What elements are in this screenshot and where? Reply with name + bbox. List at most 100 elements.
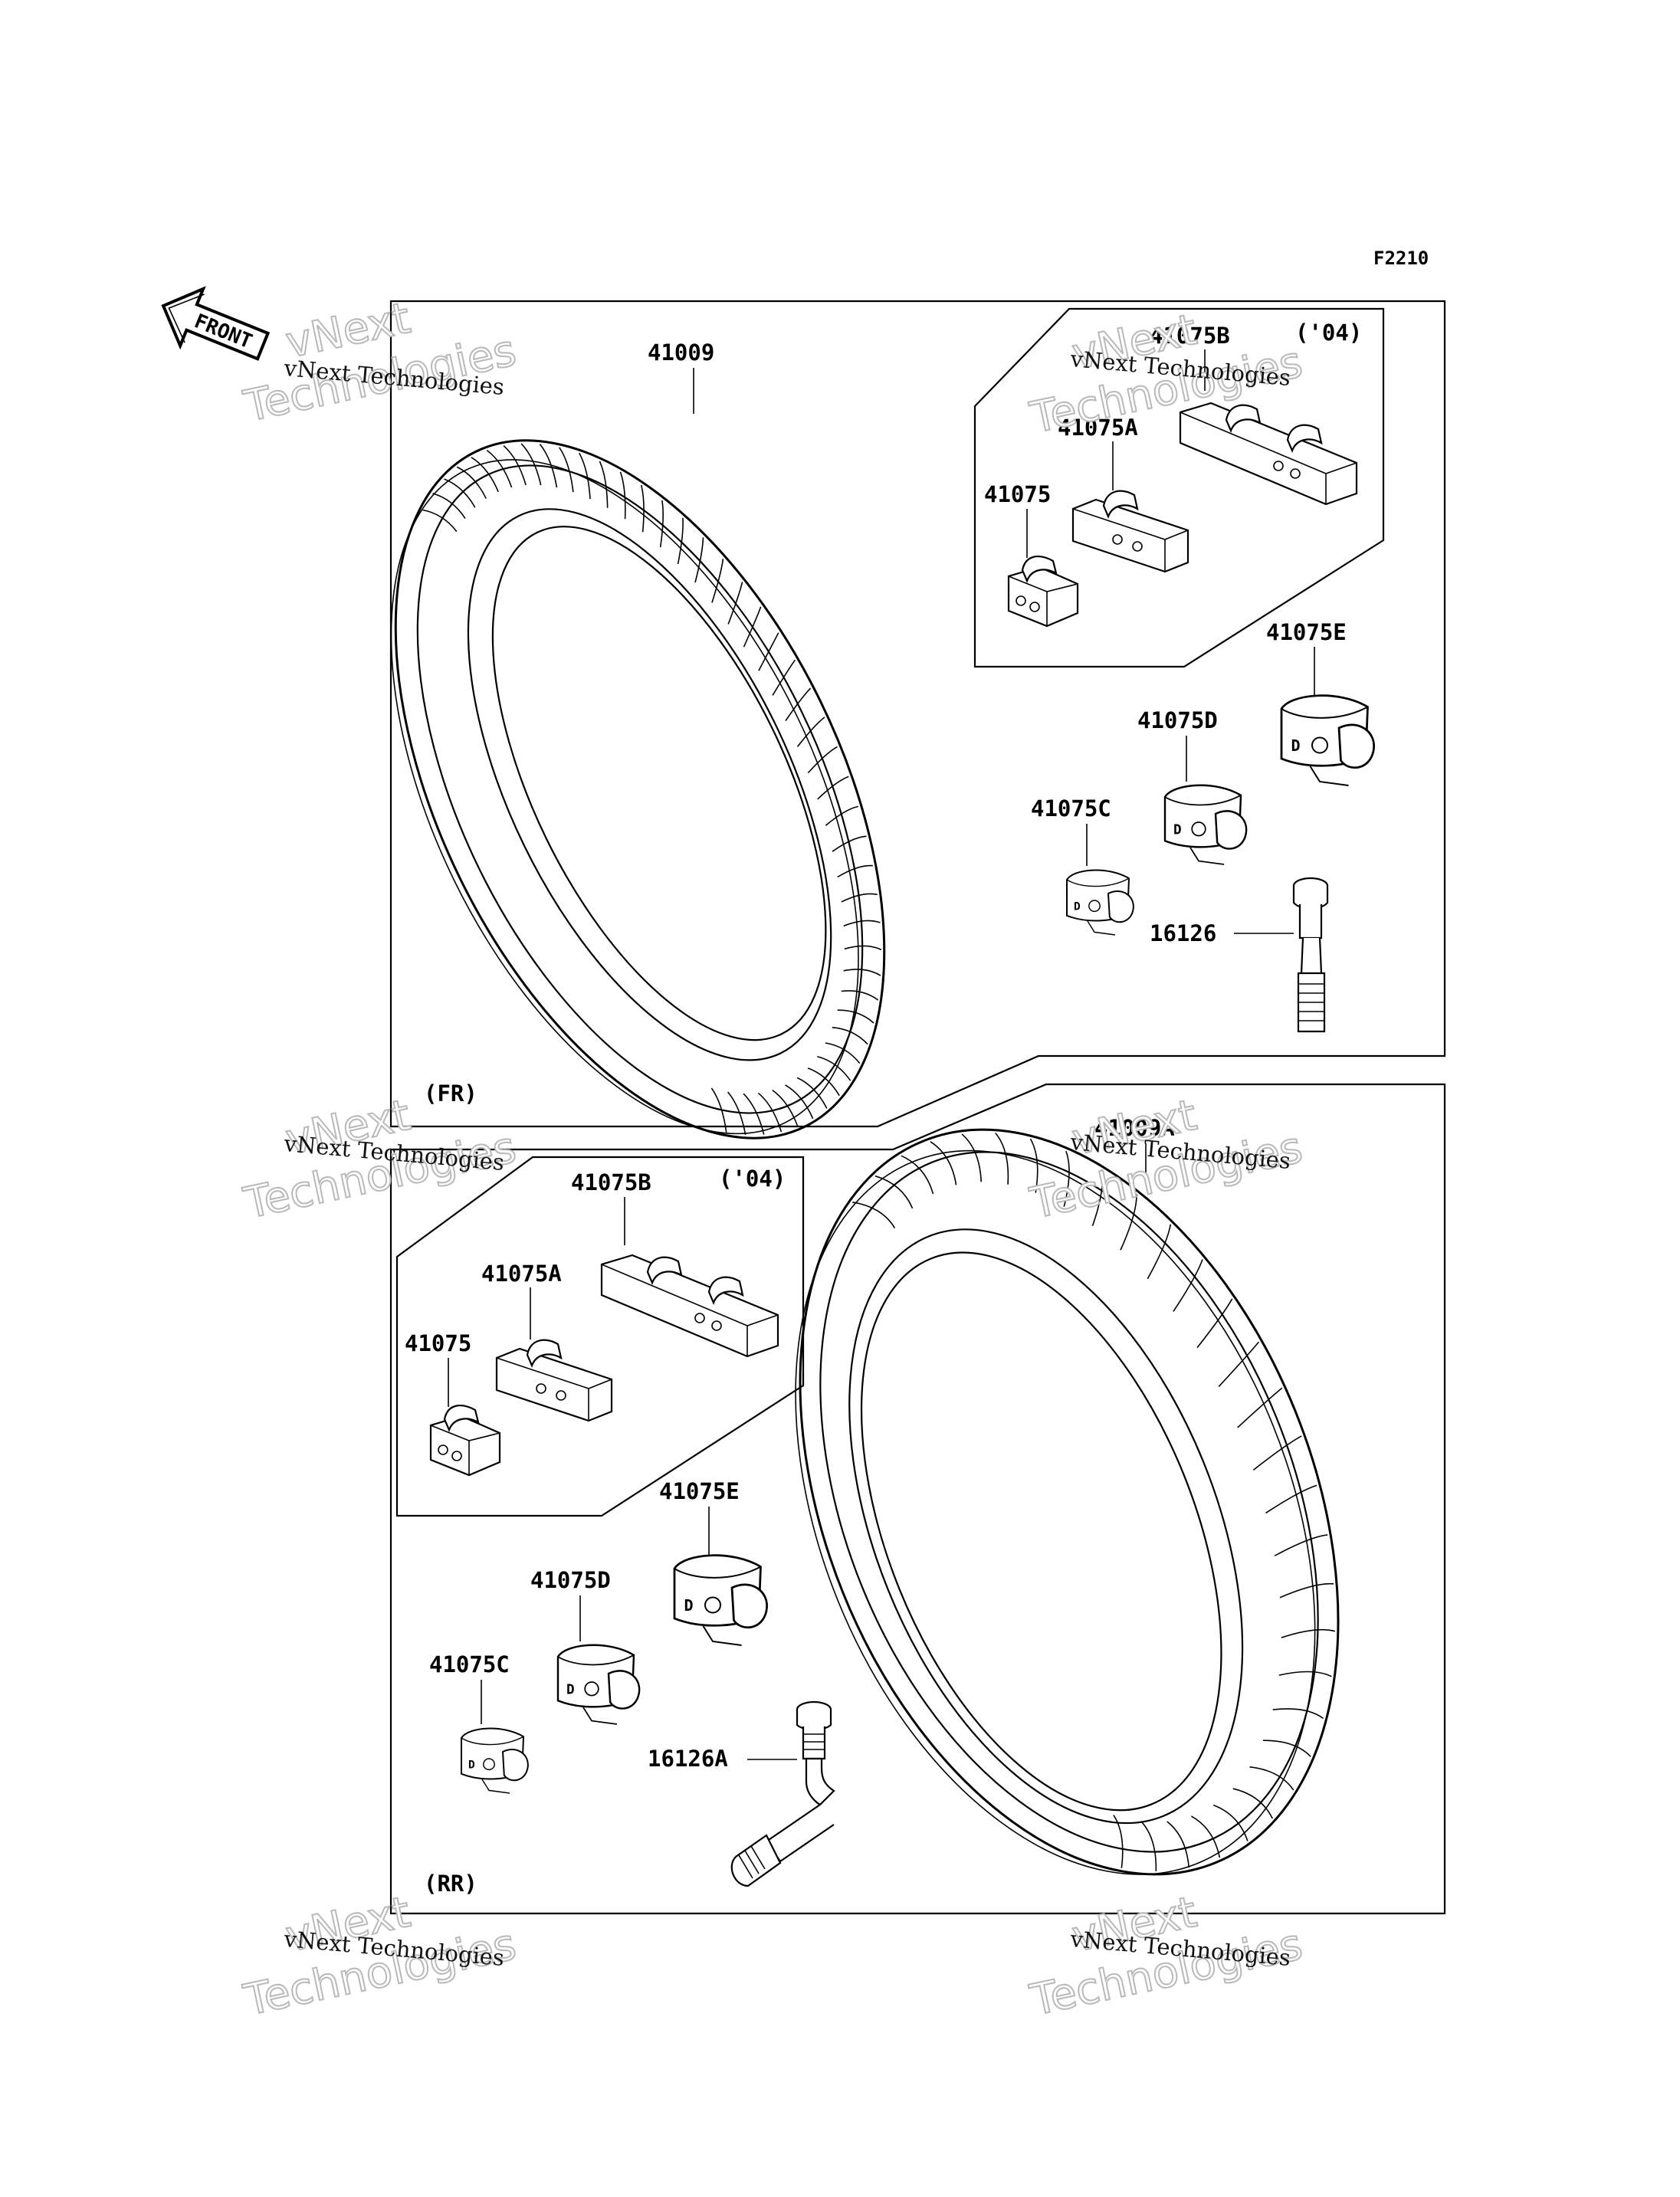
front-valve-icon bbox=[1292, 877, 1329, 1033]
front-weight-41075a-label: 41075A bbox=[1058, 415, 1138, 441]
front-weight-41075e-label: 41075E bbox=[1266, 619, 1347, 645]
tread-groove bbox=[711, 559, 724, 603]
tread-groove bbox=[1091, 1169, 1104, 1227]
tread-groove bbox=[471, 457, 499, 493]
tread-groove bbox=[758, 632, 779, 671]
tread-groove bbox=[444, 478, 476, 508]
tread-groove bbox=[837, 1009, 874, 1024]
front-tire bbox=[390, 439, 886, 1139]
tread-groove bbox=[619, 471, 626, 520]
tread-groove bbox=[844, 945, 882, 951]
tread-groove bbox=[843, 920, 881, 927]
tread-groove bbox=[1237, 1387, 1283, 1428]
tread-groove bbox=[1279, 1582, 1334, 1599]
rear-tire bbox=[795, 1128, 1340, 1876]
tread-groove bbox=[874, 1175, 914, 1209]
tread-groove bbox=[807, 1067, 840, 1097]
tread-groove bbox=[1272, 1708, 1324, 1720]
tread-groove bbox=[841, 990, 879, 1001]
tread-groove bbox=[456, 466, 487, 499]
tread-groove bbox=[559, 447, 574, 493]
tread-groove bbox=[843, 969, 881, 976]
front-weight-41075c-label: 41075C bbox=[1031, 795, 1111, 821]
tread-groove bbox=[743, 1093, 765, 1135]
watermark-1: vNext Technologies bbox=[238, 293, 520, 433]
tread-groove bbox=[930, 1141, 957, 1185]
tread-groove bbox=[1120, 1194, 1137, 1251]
tread-groove bbox=[1265, 1484, 1317, 1514]
tread-groove bbox=[796, 716, 825, 747]
rear-weight-41075-label: 41075 bbox=[405, 1330, 471, 1356]
tread-groove bbox=[825, 805, 859, 826]
tread-groove bbox=[785, 687, 812, 722]
tread-groove bbox=[807, 746, 838, 774]
tread-groove bbox=[772, 659, 796, 696]
tread-groove bbox=[1278, 1671, 1332, 1677]
tread-groove bbox=[503, 444, 527, 486]
tread-groove bbox=[1218, 1341, 1260, 1388]
front-weight-note: ('04) bbox=[1295, 320, 1362, 346]
tread-groove bbox=[694, 537, 704, 583]
rear-weights-box bbox=[395, 1156, 805, 1517]
rear-weight-note: ('04) bbox=[719, 1166, 786, 1192]
tread-groove bbox=[599, 461, 609, 508]
tread-groove bbox=[539, 444, 558, 488]
tread-groove bbox=[995, 1133, 1009, 1185]
rear-valve-label: 16126A bbox=[648, 1746, 728, 1772]
tread-groove bbox=[841, 893, 878, 903]
tread-groove bbox=[1166, 1821, 1190, 1868]
tread-groove bbox=[772, 1089, 799, 1127]
tread-groove bbox=[852, 1202, 896, 1228]
front-arrow-icon: FRONT bbox=[161, 286, 271, 361]
tread-groove bbox=[1113, 1815, 1124, 1868]
tread-groove bbox=[1029, 1138, 1039, 1193]
tread-groove bbox=[817, 1055, 851, 1081]
tread-groove bbox=[1213, 1804, 1249, 1841]
tread-groove bbox=[817, 776, 849, 800]
tread-groove bbox=[520, 443, 542, 486]
tread-groove bbox=[422, 509, 458, 533]
tread-groove bbox=[1249, 1766, 1294, 1791]
tread-groove bbox=[961, 1133, 983, 1182]
tread-groove bbox=[1262, 1740, 1311, 1757]
tread-groove bbox=[727, 1091, 746, 1136]
rear-weight-41075d-label: 41075D bbox=[530, 1567, 611, 1593]
rear-section-label: (RR) bbox=[424, 1871, 477, 1897]
tread-groove bbox=[1232, 1788, 1273, 1819]
tread-groove bbox=[825, 1042, 861, 1064]
tread-groove bbox=[579, 452, 591, 500]
tread-groove bbox=[710, 1087, 727, 1133]
rear-weight-41075e-label: 41075E bbox=[659, 1478, 740, 1504]
tread-groove bbox=[796, 1077, 828, 1109]
tread-groove bbox=[901, 1155, 934, 1195]
tread-groove bbox=[1063, 1150, 1070, 1207]
tread-groove bbox=[727, 582, 743, 625]
tread-groove bbox=[659, 500, 664, 548]
tread-groove bbox=[1147, 1224, 1172, 1280]
tread-groove bbox=[1191, 1815, 1221, 1858]
tread-groove bbox=[1281, 1628, 1336, 1638]
tread-groove bbox=[832, 1026, 868, 1045]
tread-groove bbox=[1140, 1820, 1157, 1871]
rear-weight-41075a-label: 41075A bbox=[481, 1261, 562, 1287]
tread-groove bbox=[640, 484, 645, 533]
tread-groove bbox=[1252, 1435, 1302, 1471]
tread-groove bbox=[785, 1084, 814, 1120]
front-weight-41075d-label: 41075D bbox=[1137, 707, 1218, 733]
rear-weight-41075c-label: 41075C bbox=[429, 1651, 510, 1677]
tread-groove bbox=[837, 864, 873, 878]
front-weight-41075-label: 41075 bbox=[984, 481, 1051, 507]
front-section-label: (FR) bbox=[424, 1080, 477, 1107]
tread-groove bbox=[1196, 1298, 1233, 1349]
rear-valve-icon bbox=[730, 1700, 835, 1887]
tread-groove bbox=[757, 1092, 783, 1133]
rear-weight-41075b-label: 41075B bbox=[571, 1169, 651, 1195]
front-tire-part-label: 41009 bbox=[648, 339, 714, 366]
tread-groove bbox=[1173, 1259, 1203, 1312]
tread-groove bbox=[743, 606, 762, 648]
rear-section-frame bbox=[389, 1083, 1446, 1915]
tread-groove bbox=[677, 517, 684, 565]
rear-tire-part-label: 41009A bbox=[1094, 1115, 1175, 1141]
front-valve-label: 16126 bbox=[1150, 920, 1216, 946]
